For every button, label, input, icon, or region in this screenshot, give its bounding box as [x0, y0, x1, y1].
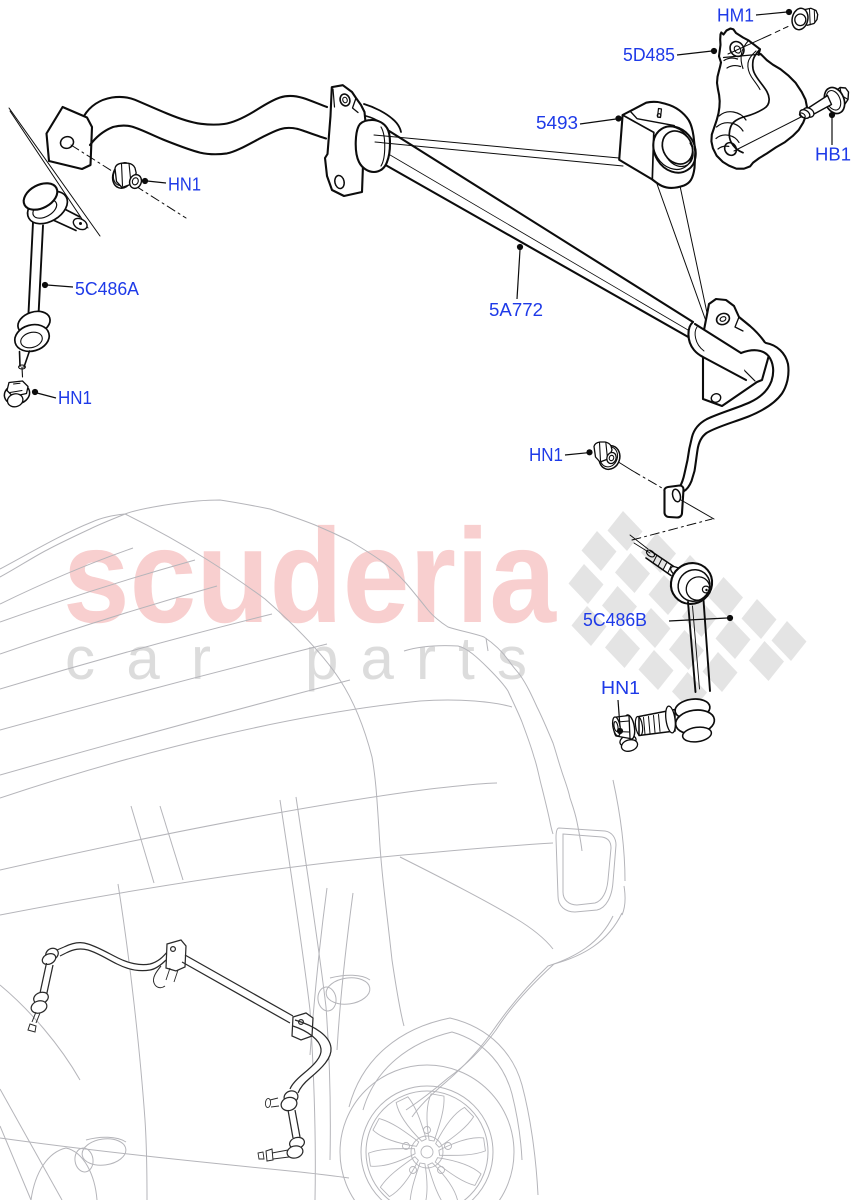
svg-text:5C486A: 5C486A — [75, 278, 140, 299]
svg-text:5D485: 5D485 — [623, 44, 675, 65]
svg-text:HN1: HN1 — [529, 444, 563, 465]
svg-text:HB1: HB1 — [815, 144, 851, 165]
svg-text:5493: 5493 — [536, 112, 578, 133]
svg-text:HN1: HN1 — [168, 174, 201, 195]
svg-text:5C486B: 5C486B — [583, 609, 647, 630]
svg-text:HN1: HN1 — [601, 677, 640, 698]
svg-text:5A772: 5A772 — [489, 299, 543, 320]
svg-text:HM1: HM1 — [717, 5, 754, 26]
svg-text:p a r t s: p a r t s — [305, 625, 527, 692]
svg-text:HN1: HN1 — [58, 387, 92, 408]
svg-text:scuderia: scuderia — [63, 502, 557, 651]
